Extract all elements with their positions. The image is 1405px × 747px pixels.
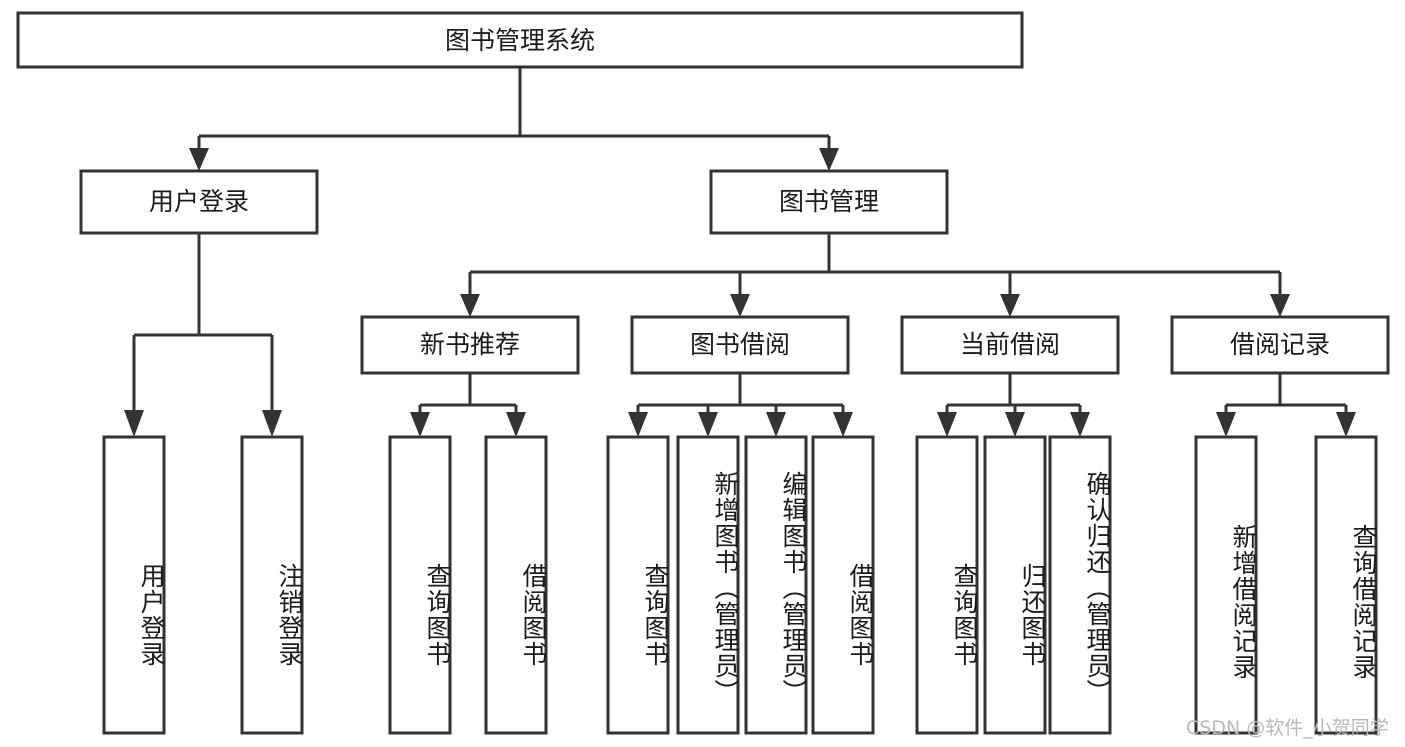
node-nbr-query-book-box[interactable] <box>388 435 452 735</box>
arrowhead-user-logout-action <box>262 410 282 437</box>
node-user-login-box[interactable] <box>79 169 319 235</box>
node-new-book-recommend-label: 新书推荐 <box>420 330 520 359</box>
node-root-box[interactable] <box>16 11 1024 69</box>
node-current-borrow-box[interactable] <box>900 315 1120 375</box>
node-user-login-label: 用户登录 <box>149 187 249 216</box>
arrowhead-bb-query-book <box>628 412 648 437</box>
node-cb-return-book-box[interactable] <box>983 435 1047 735</box>
node-book-borrow-box[interactable] <box>630 315 850 375</box>
node-new-book-recommend-box[interactable] <box>360 315 580 375</box>
node-br-add-record-box[interactable] <box>1194 435 1258 735</box>
node-current-borrow-label: 当前借阅 <box>960 330 1060 359</box>
node-bb-add-book-box[interactable] <box>676 435 740 735</box>
arrowhead-bb-edit-book <box>766 412 786 437</box>
arrowhead-cb-return-book <box>1005 412 1025 437</box>
node-book-management-label: 图书管理 <box>779 187 879 216</box>
node-bb-query-book-box[interactable] <box>606 435 670 735</box>
node-layer: 图书管理系统 用户登录 图书管理 新书推荐 图书借阅 当前借阅 借阅记录 <box>16 11 1390 735</box>
arrowhead-new-book-recommend <box>460 294 480 317</box>
arrowhead-bb-borrow-book <box>833 412 853 437</box>
node-br-query-record-box[interactable] <box>1314 435 1378 735</box>
node-root-label: 图书管理系统 <box>445 26 595 55</box>
arrowhead-cb-query-book <box>937 412 957 437</box>
arrowhead-br-query-record <box>1336 412 1356 437</box>
arrowhead-nbr-borrow-book <box>506 412 526 437</box>
node-nbr-borrow-book-box[interactable] <box>484 435 548 735</box>
node-book-management-box[interactable] <box>709 169 949 235</box>
node-borrow-record-box[interactable] <box>1170 315 1390 375</box>
arrowhead-user-login <box>189 148 209 171</box>
arrowhead-current-borrow <box>1000 294 1020 317</box>
arrowhead-cb-confirm-return <box>1070 412 1090 437</box>
connector-layer <box>124 67 1356 437</box>
arrowhead-nbr-query-book <box>410 412 430 437</box>
arrowhead-book-management <box>819 148 839 171</box>
node-book-borrow-label: 图书借阅 <box>690 330 790 359</box>
arrowhead-book-borrow <box>730 294 750 317</box>
node-cb-query-book-box[interactable] <box>915 435 979 735</box>
node-cb-confirm-return-box[interactable] <box>1048 435 1112 735</box>
node-user-logout-action-box[interactable] <box>240 435 304 735</box>
csdn-watermark: CSDN @软件_小贺同学 <box>1186 717 1389 739</box>
arrowhead-borrow-record <box>1270 294 1290 317</box>
node-user-login-action-box[interactable] <box>102 435 166 735</box>
arrowhead-br-add-record <box>1216 412 1236 437</box>
node-borrow-record-label: 借阅记录 <box>1230 330 1330 359</box>
arrowhead-user-login-action <box>124 410 144 437</box>
node-bb-edit-book-box[interactable] <box>744 435 808 735</box>
node-bb-borrow-book-box[interactable] <box>811 435 875 735</box>
arrowhead-bb-add-book <box>698 412 718 437</box>
